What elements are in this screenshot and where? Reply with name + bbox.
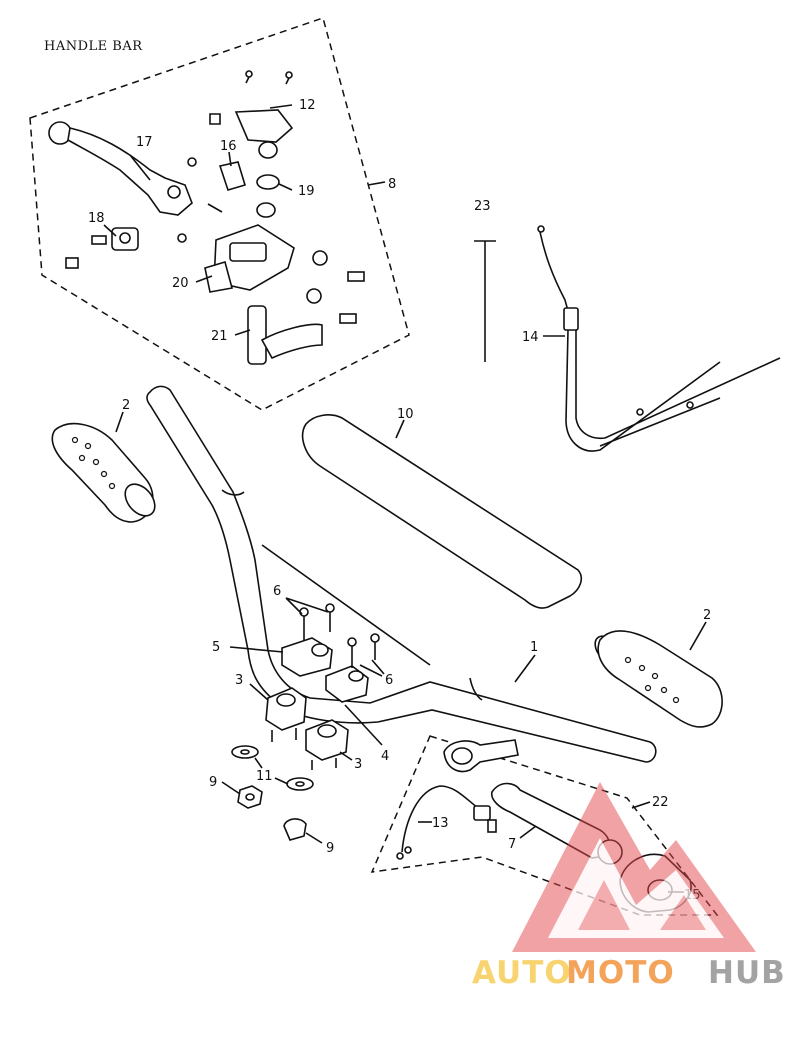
callout-21: 21: [211, 329, 228, 344]
part-10-pad: [301, 414, 582, 609]
callout-8: 8: [388, 177, 396, 192]
callout-2-left: 2: [122, 398, 130, 413]
group-8-outline: [29, 17, 410, 411]
leader-4: [344, 704, 383, 746]
callout-3-a: 3: [235, 673, 243, 688]
part-17-lever: [48, 121, 193, 216]
part-14-cable: [537, 225, 781, 452]
part-12-cap: [209, 70, 294, 143]
leader-11: [254, 757, 289, 785]
leader-12: [269, 104, 293, 109]
callout-12: 12: [299, 98, 316, 113]
part-16-clamp: [187, 157, 247, 191]
part-19-rings: [256, 141, 280, 218]
callout-9-a: 9: [209, 775, 217, 790]
leader-8: [367, 181, 386, 186]
callout-23: 23: [474, 199, 491, 214]
leader-2-left: [115, 411, 124, 433]
leader-18: [103, 224, 117, 237]
callout-11: 11: [256, 769, 273, 784]
callout-13: 13: [432, 816, 449, 831]
part-2-left-grip: [51, 422, 156, 523]
part-9-nuts: [237, 785, 307, 841]
diagram-title: HANDLE BAR: [44, 39, 143, 54]
leader-16: [228, 151, 232, 167]
leader-1: [514, 654, 536, 683]
callout-10: 10: [397, 407, 414, 422]
leader-2-right: [689, 621, 707, 651]
logo-triangle-icon: [512, 782, 756, 952]
part-11-washers: [231, 745, 314, 791]
watermark-logo: AUTO MOTO HUB: [472, 782, 786, 991]
callout-16: 16: [220, 139, 237, 154]
callout-7: 7: [508, 837, 516, 852]
part-5-upper-clamps: [281, 637, 369, 703]
callout-6-b: 6: [385, 673, 393, 688]
callout-3-b: 3: [354, 757, 362, 772]
callout-19: 19: [298, 184, 315, 199]
small-bolts: [177, 203, 365, 324]
part-18-switch: [65, 227, 139, 269]
leader-9-a: [221, 781, 241, 795]
leader-22: [631, 801, 651, 809]
leader-9-b: [305, 832, 323, 844]
leader-6-b: [359, 659, 385, 677]
group-22-outline: [370, 735, 719, 916]
callout-18: 18: [88, 211, 105, 226]
leader-10: [395, 419, 405, 439]
callout-17: 17: [136, 135, 153, 150]
leader-7: [519, 825, 537, 839]
leader-21: [234, 329, 251, 336]
leader-5: [229, 646, 284, 653]
leader-3-a: [249, 683, 269, 701]
leader-3-b: [339, 751, 353, 761]
callout-4: 4: [381, 749, 389, 764]
callout-1: 1: [530, 640, 538, 655]
callout-5: 5: [212, 640, 220, 655]
callout-14: 14: [522, 330, 539, 345]
leader-6-a: [285, 597, 329, 615]
part-13-switch-wire: [396, 785, 497, 860]
part-2-right-grip: [594, 630, 723, 728]
leader-19: [278, 183, 293, 191]
part-3-lower-holders: [265, 687, 349, 770]
part-23-pin: [474, 240, 496, 362]
callout-9-b: 9: [326, 841, 334, 856]
callout-22: 22: [652, 795, 669, 810]
logo-word-auto: AUTO: [472, 955, 572, 991]
callout-2-right: 2: [703, 608, 711, 623]
callout-20: 20: [172, 276, 189, 291]
leader-20: [195, 275, 213, 283]
leader-17: [129, 154, 151, 181]
part-20-housing: [204, 224, 295, 293]
logo-word-moto: MOTO: [566, 955, 675, 991]
callout-6-a: 6: [273, 584, 281, 599]
part-21-throttle: [247, 305, 323, 365]
part-1-handlebar: [146, 385, 657, 763]
logo-word-hub: HUB: [708, 955, 786, 991]
part-22-bracket: [443, 739, 519, 773]
